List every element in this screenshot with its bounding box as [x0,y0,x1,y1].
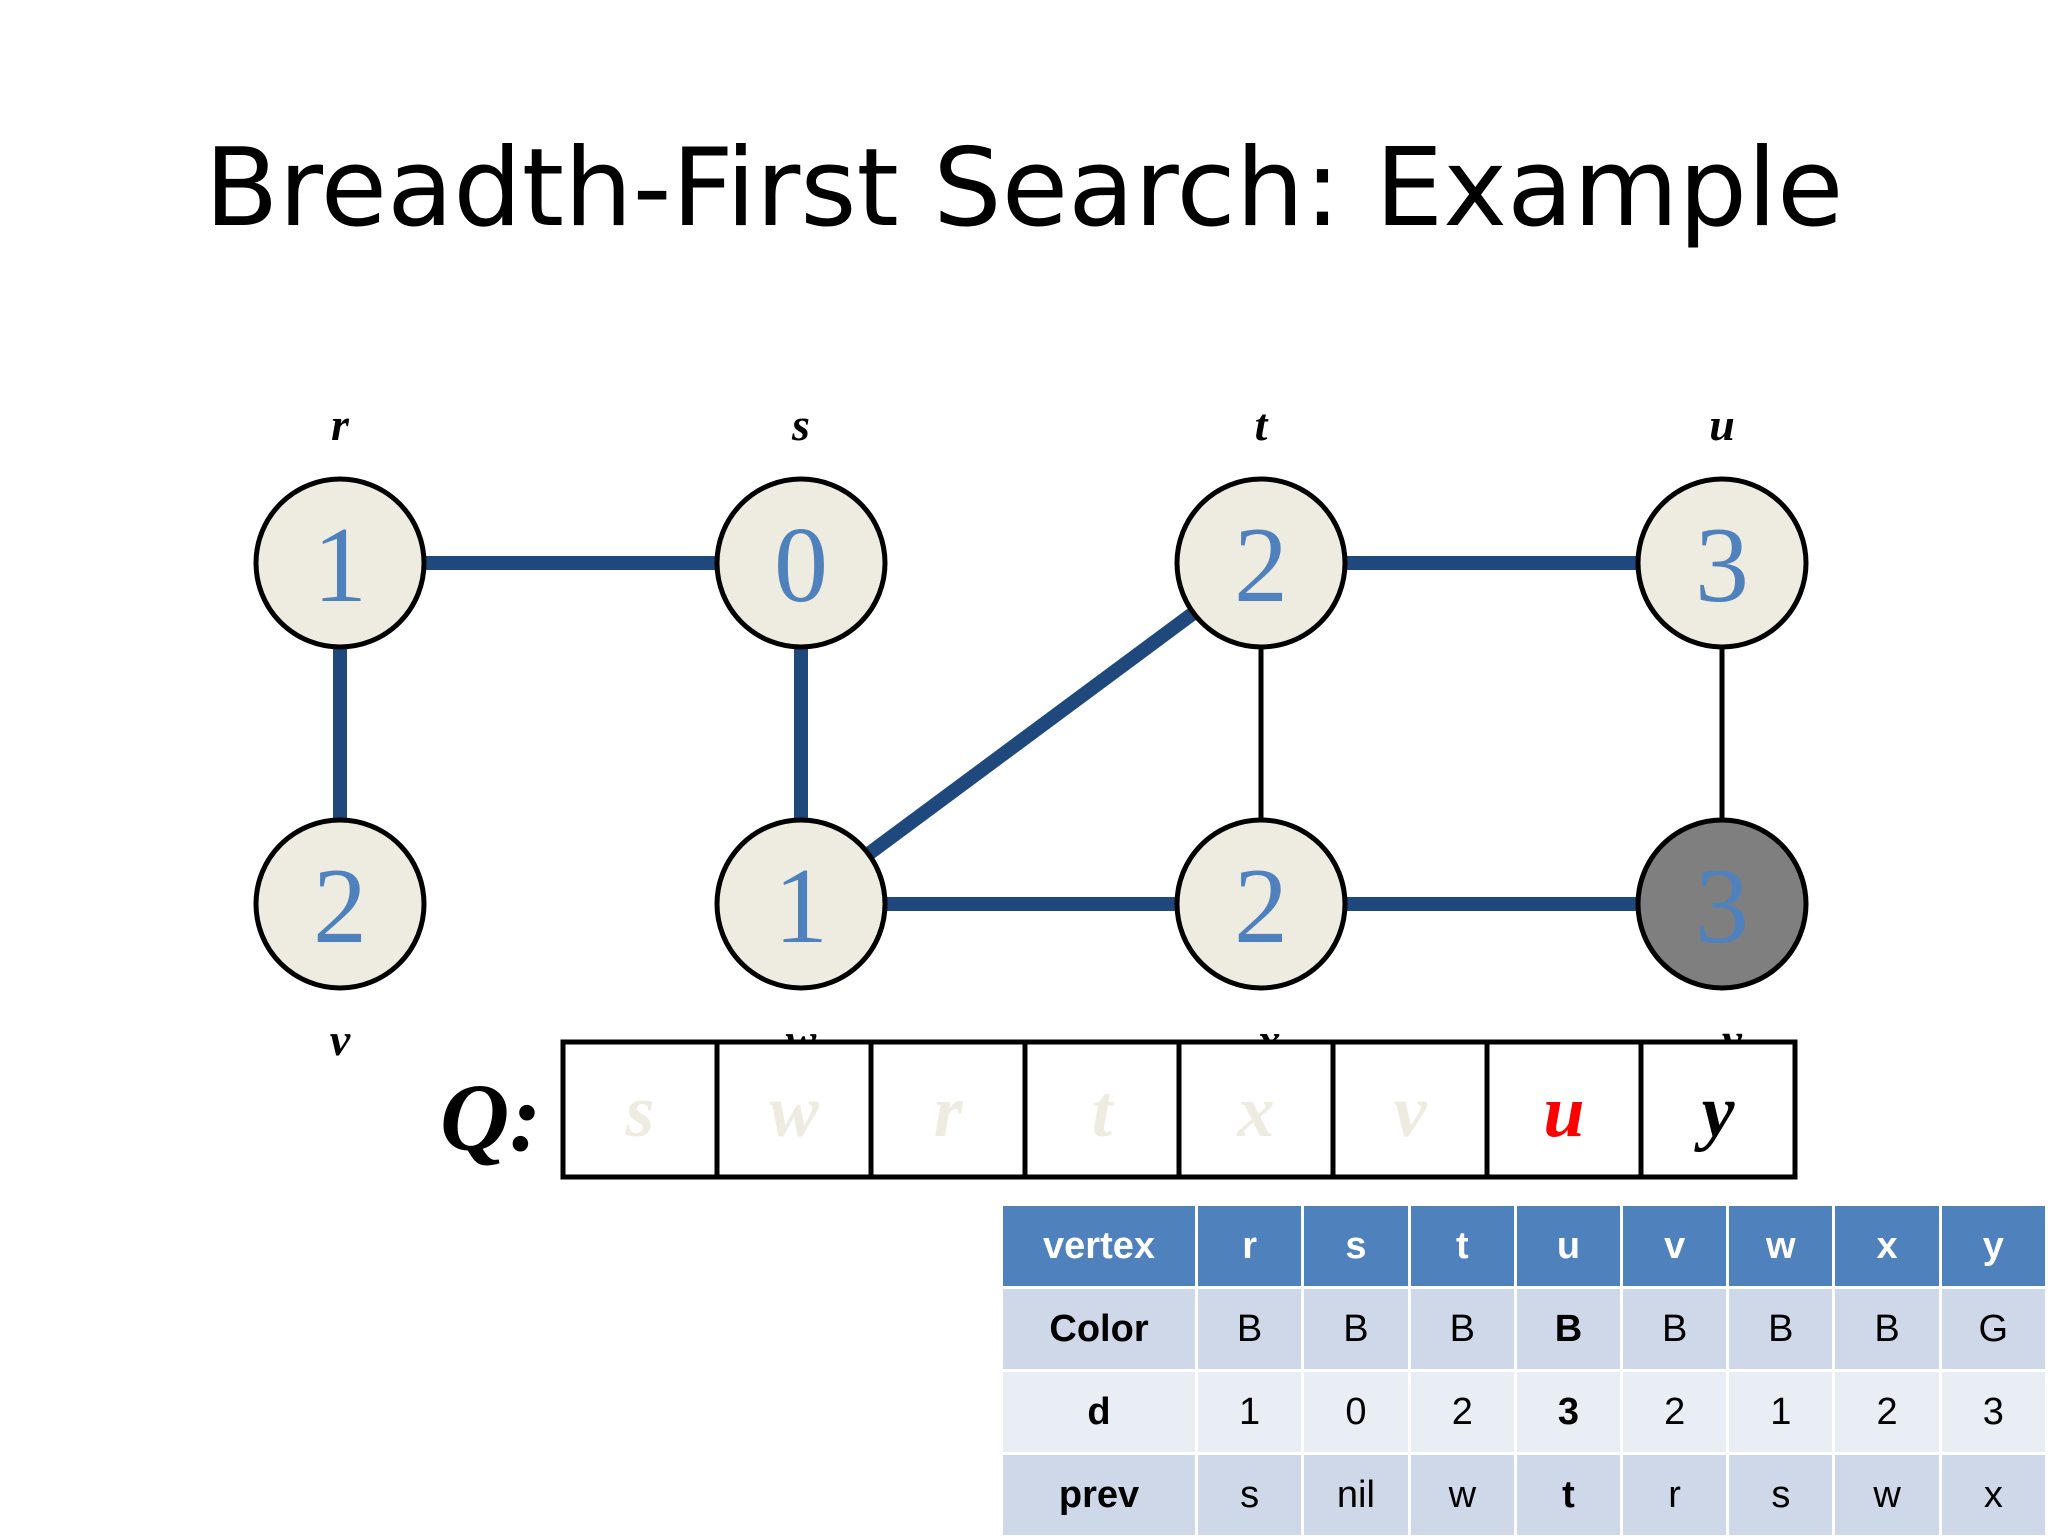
queue-cell [1176,1039,1336,1180]
queue-cell-value: v [1394,1071,1428,1153]
table-header-t: t [1407,1203,1517,1289]
node-x [1174,817,1348,991]
queue-cell [1638,1039,1798,1180]
table-header-vertex: vertex [999,1203,1199,1289]
table-cell: x [1938,1452,2048,1538]
edge-w-t [796,557,1266,910]
node-w [714,817,888,991]
table-cell: B [1620,1286,1730,1372]
table-cell: 1 [1726,1369,1836,1455]
queue-cell [560,1039,720,1180]
node-u [1635,476,1809,650]
graph-nodes: 1 0 2 3 2 1 2 3 [253,476,1809,991]
table-cell: r [1620,1452,1730,1538]
node-r [253,476,427,650]
vertex-label-s: s [791,399,810,450]
table-header-w: w [1726,1203,1836,1289]
queue-label: Q: [440,1064,541,1171]
table-cell: B [1195,1286,1305,1372]
node-s-distance: 0 [774,506,828,625]
graph-edges [333,556,1725,911]
queue-cell [1484,1039,1644,1180]
table-cell: 2 [1407,1369,1517,1455]
table-cell: s [1195,1452,1305,1538]
node-r-distance: 1 [313,506,367,625]
table-cell: 2 [1620,1369,1730,1455]
table-cell: G [1938,1286,2048,1372]
table-cell: B [1726,1286,1836,1372]
page-title: Breadth-First Search: Example [204,126,1844,251]
table-cell: 3 [1938,1369,2048,1455]
table-row-label: Color [999,1286,1199,1372]
table-cell: B [1301,1286,1411,1372]
node-t-distance: 2 [1234,506,1288,625]
node-w-distance: 1 [774,847,828,966]
queue-cell [714,1039,874,1180]
node-v [253,817,427,991]
table-row-label: d [999,1369,1199,1455]
table-cell: B [1407,1286,1517,1372]
table-cell: B [1513,1286,1624,1372]
node-t [1174,476,1348,650]
queue-cell-value: r [934,1071,964,1153]
table-header-r: r [1195,1203,1305,1289]
queue-cell-value: u [1543,1071,1584,1153]
vertex-label-r: r [331,399,350,450]
node-y [1635,817,1809,991]
table-header-v: v [1620,1203,1730,1289]
vertex-label-u: u [1709,399,1735,450]
node-x-distance: 2 [1234,847,1288,966]
queue-cell-value: x [1237,1071,1275,1153]
queue-cell-value: w [769,1071,819,1153]
table-row-label: prev [999,1452,1199,1538]
vertex-label-v: v [330,1014,351,1065]
table-cell: 1 [1195,1369,1305,1455]
node-u-distance: 3 [1695,506,1749,625]
queue-cell [868,1039,1028,1180]
queue-cell [1022,1039,1182,1180]
table-cell: 3 [1513,1369,1624,1455]
node-s [714,476,888,650]
queue-cell-value: s [625,1071,655,1153]
table-header-u: u [1513,1203,1624,1289]
table-header-s: s [1301,1203,1411,1289]
table-cell: t [1513,1452,1624,1538]
table-header-y: y [1938,1203,2048,1289]
node-v-distance: 2 [313,847,367,966]
table-cell: w [1407,1452,1517,1538]
queue-cell-value: t [1092,1071,1115,1153]
table-cell: 2 [1832,1369,1942,1455]
table-cell: nil [1301,1452,1411,1538]
queue-cell [1330,1039,1490,1180]
node-y-distance: 3 [1695,847,1749,966]
table-cell: s [1726,1452,1836,1538]
table-cell: B [1832,1286,1942,1372]
table-cell: w [1832,1452,1942,1538]
table-cell: 0 [1301,1369,1411,1455]
vertex-label-t: t [1255,399,1269,450]
table-header-x: x [1832,1203,1942,1289]
